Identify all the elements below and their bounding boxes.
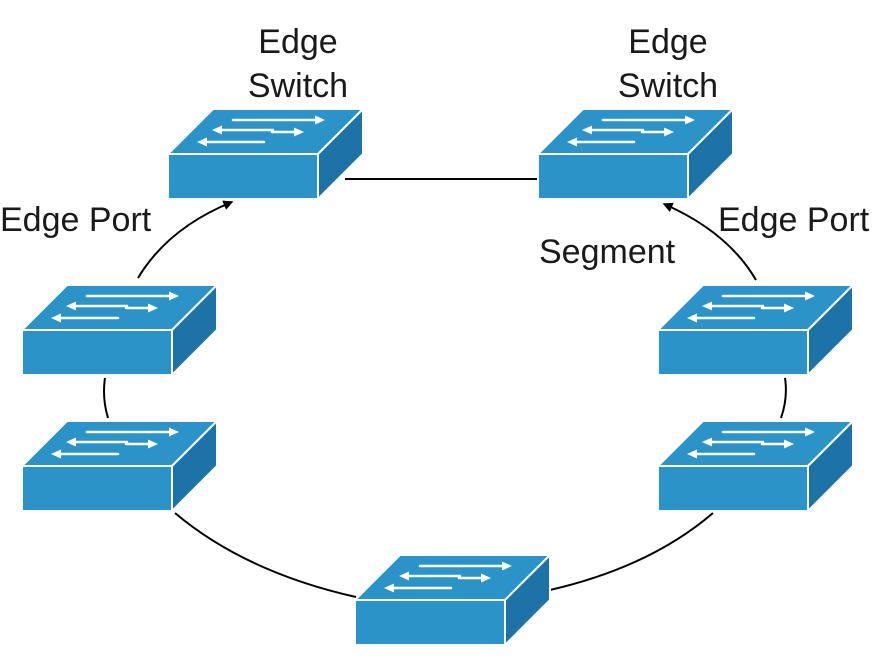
edge-port-right-label: Edge Port: [718, 201, 870, 239]
network-switch-icon: [536, 107, 735, 201]
network-switch-icon: [656, 419, 855, 513]
edge-port-left-label: Edge Port: [0, 201, 152, 239]
link-bottom-left: [174, 512, 357, 598]
edge-switch-left-line1: Edge: [258, 23, 338, 61]
ring-links: [103, 178, 787, 598]
edge-switch-right-line2: Switch: [617, 67, 719, 105]
segment-label: Segment: [539, 233, 676, 271]
edge-switch-right-line1: Edge: [628, 23, 708, 61]
network-switch-icon: [166, 107, 365, 201]
link-bottom-right: [549, 512, 714, 591]
link-left-edge-port: [137, 200, 234, 279]
link-right-mid: [780, 377, 787, 419]
link-right-edge-port: [662, 202, 757, 281]
network-switch-icon: [20, 283, 219, 377]
edge-switch-right-label: Edge Switch: [588, 20, 748, 108]
edge-switch-left-line2: Switch: [247, 67, 349, 105]
network-switch-icon: [20, 419, 219, 513]
link-left-mid: [103, 377, 109, 419]
network-switch-icon: [656, 283, 855, 377]
network-switch-icon: [353, 553, 552, 647]
edge-switch-left-label: Edge Switch: [218, 20, 378, 108]
